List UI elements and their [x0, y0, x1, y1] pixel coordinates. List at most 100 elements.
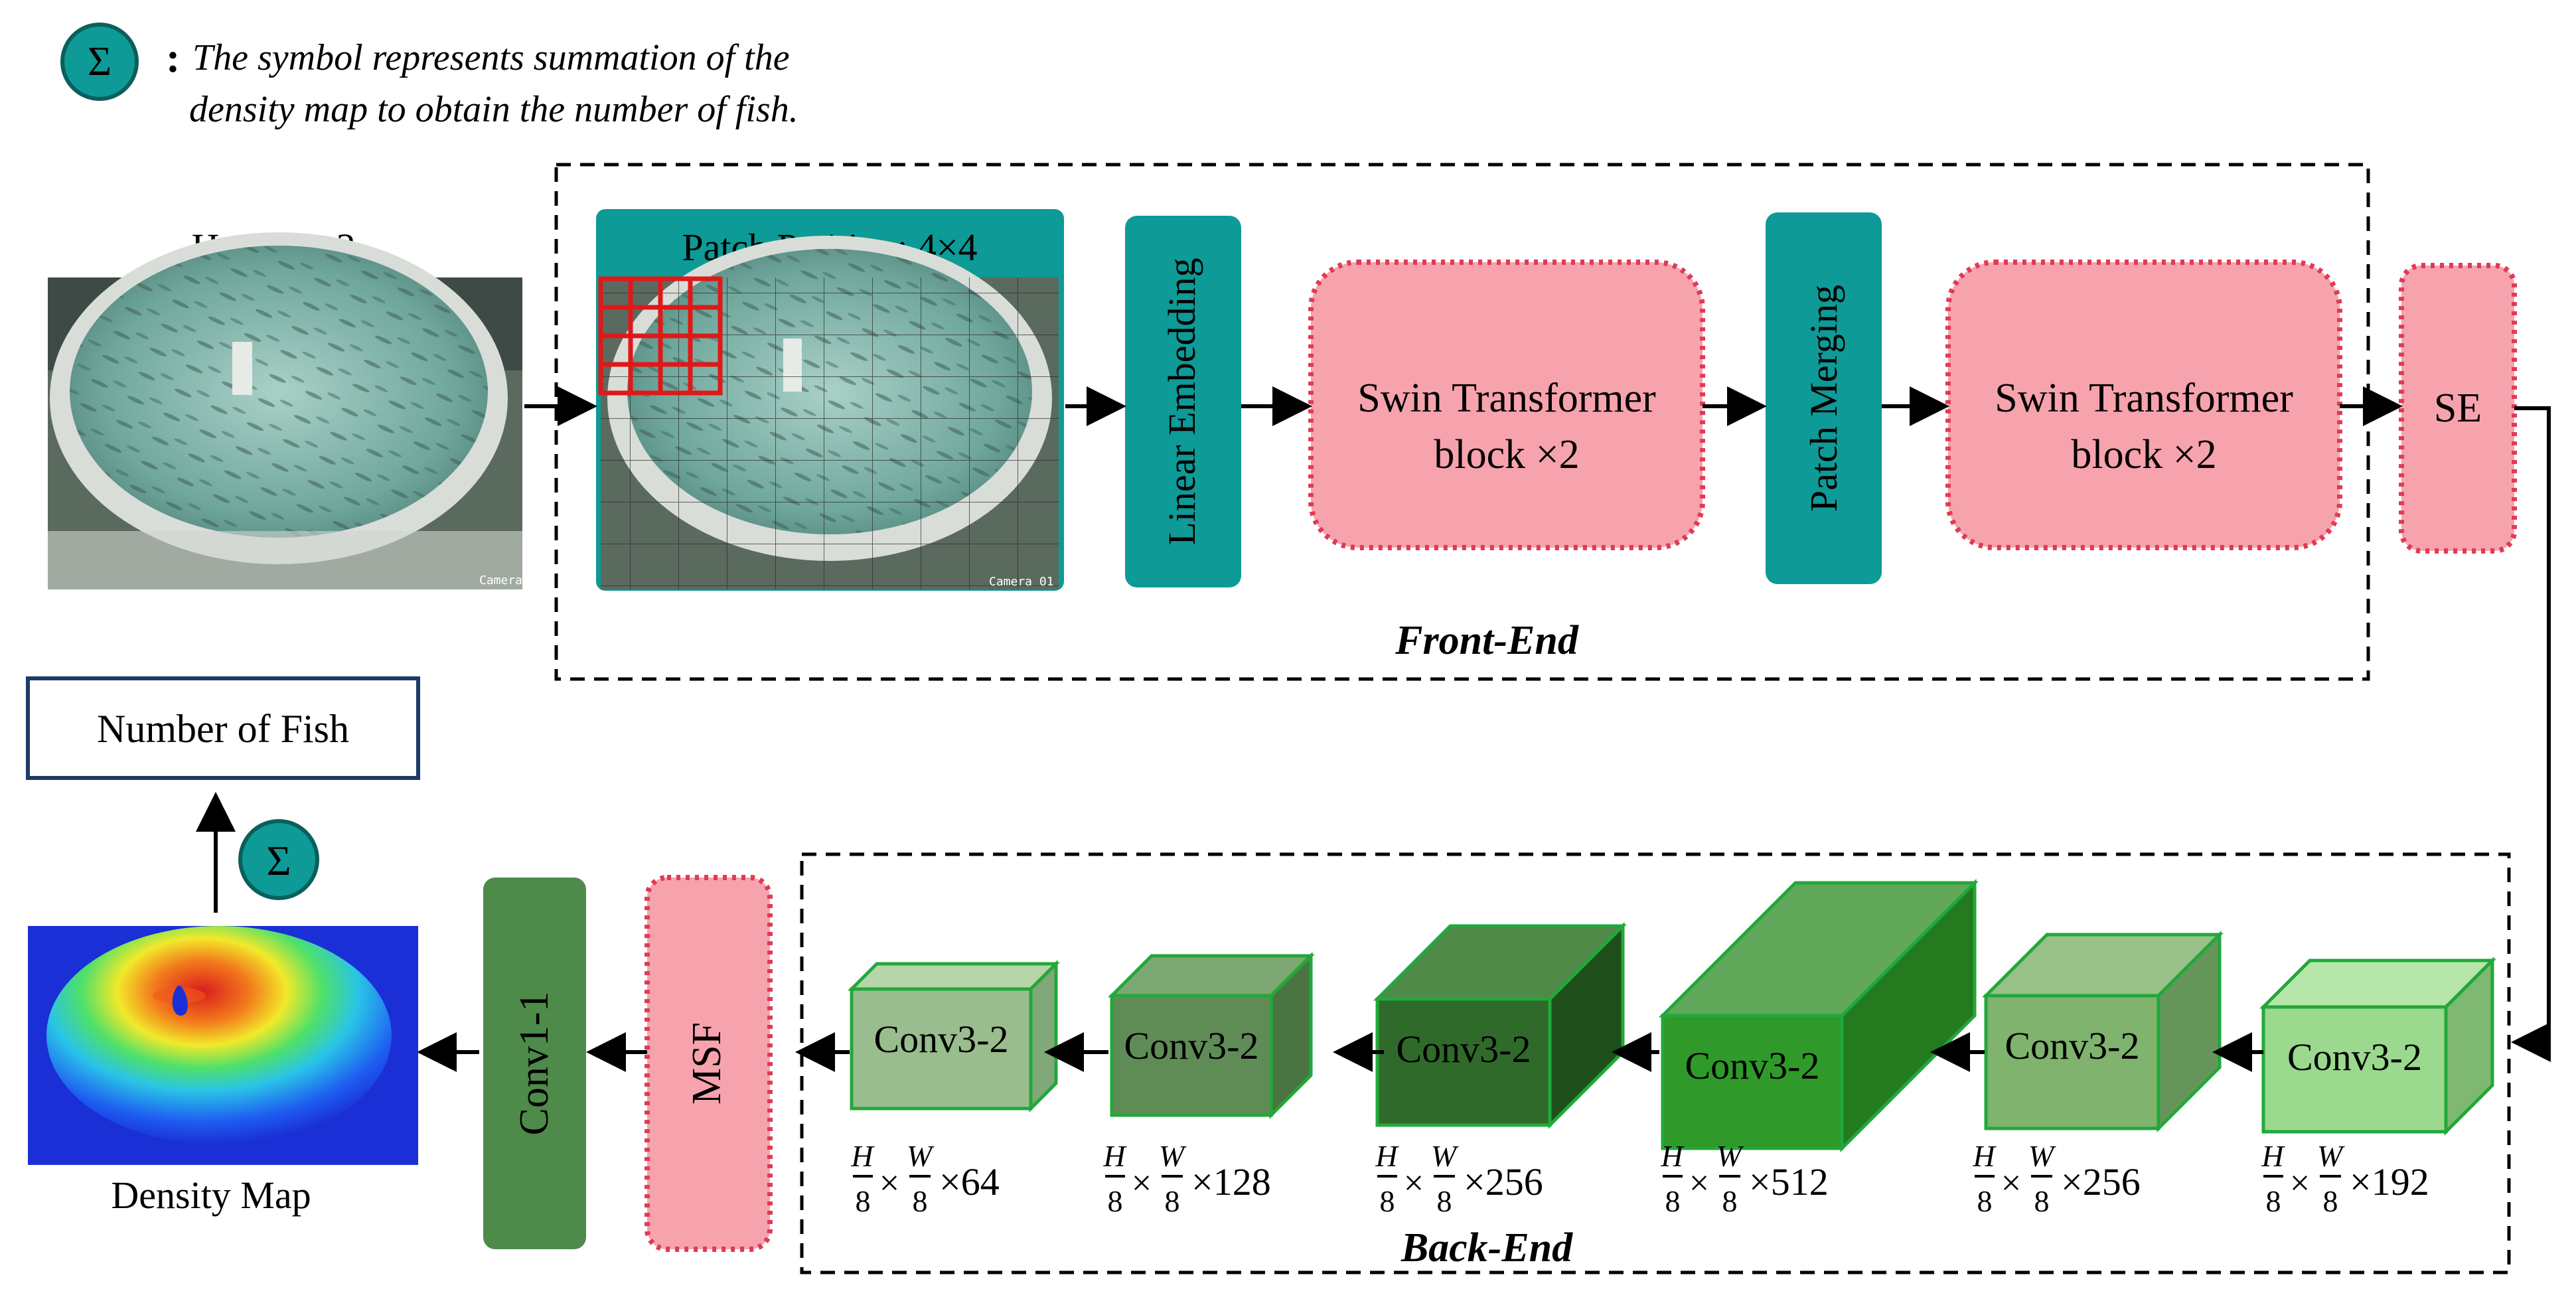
back-end-label: Back-End [1401, 1225, 1573, 1270]
density-map-image [28, 926, 418, 1165]
linear-embedding-block [1125, 216, 1241, 587]
conv-block-label: Conv3-2 [1685, 1044, 1820, 1087]
conv-block-label: Conv3-2 [2005, 1024, 2140, 1067]
linear-embedding-label: Linear Embedding [1160, 258, 1203, 545]
swin-block-1-line1: Swin Transformer [1357, 376, 1656, 421]
channel-count: ×128 [1191, 1160, 1271, 1203]
patch-merging-block [1766, 212, 1882, 584]
channel-count: ×256 [2061, 1160, 2141, 1203]
summation-symbol: Σ [88, 39, 112, 84]
fraction-denominator-w: 8 [1437, 1184, 1452, 1218]
patch-partition-block: Patch Patition: 4×4 Camera 01 [596, 209, 1064, 591]
legend-text-line2: density map to obtain the number of fish… [189, 89, 798, 130]
conv-block-label: Conv3-2 [874, 1018, 1009, 1061]
summation-icon [60, 23, 139, 101]
back-end-frame [800, 852, 2511, 1274]
fraction-denominator-h: 8 [1665, 1184, 1681, 1218]
fraction-denominator-w: 8 [913, 1184, 928, 1218]
conv-captions: H8×W8×64H8×W8×128H8×W8×256H8×W8×512H8×W8… [850, 1139, 2429, 1218]
times-sign: × [2290, 1163, 2310, 1203]
times-sign: × [1404, 1163, 1424, 1203]
conv-block-label: Conv3-2 [2287, 1035, 2422, 1079]
fraction-denominator-w: 8 [1722, 1184, 1738, 1218]
conv-block-label: Conv3-2 [1124, 1024, 1259, 1067]
conv-block-front-face [1110, 994, 1273, 1117]
conv-block-5: Conv3-2 [1981, 930, 2224, 1133]
input-camera-label: Camera 01 [479, 574, 544, 587]
conv-block-2: Conv3-2 [1107, 951, 1316, 1120]
conv-size-caption-5: H8×W8×256 [1972, 1139, 2140, 1218]
fraction-numerator-w: W [1431, 1139, 1459, 1173]
density-map-caption: Density Map [111, 1174, 311, 1217]
fraction-denominator-w: 8 [2034, 1184, 2050, 1218]
se-to-backend-connector [2511, 406, 2551, 1062]
conv-size-caption-1: H8×W8×64 [850, 1139, 999, 1218]
patch-camera-label: Camera 01 [989, 575, 1054, 589]
fraction-numerator-h: H [1375, 1139, 1399, 1173]
conv-block-front-face [2261, 1005, 2448, 1134]
conv-block-front-face [1375, 997, 1552, 1127]
swin-block-2-line1: Swin Transformer [1995, 376, 2293, 421]
times-sign: × [1132, 1163, 1152, 1203]
fraction-numerator-w: W [2317, 1139, 2345, 1173]
fraction-numerator-h: H [1660, 1139, 1685, 1173]
fraction-numerator-w: W [907, 1139, 935, 1173]
fraction-denominator-w: 8 [1165, 1184, 1180, 1218]
legend-text-line1: The symbol represents summation of the [192, 37, 790, 78]
fraction-denominator-h: 8 [1380, 1184, 1395, 1218]
conv-block-label: Conv3-2 [1397, 1028, 1531, 1071]
fraction-numerator-w: W [2028, 1139, 2056, 1173]
channel-count: ×256 [1464, 1160, 1543, 1203]
conv-block-4: Conv3-2 [1658, 878, 1979, 1153]
sum-icon [238, 819, 319, 900]
fraction-denominator-w: 8 [2323, 1184, 2338, 1218]
patch-partition-image: Camera 01 [598, 236, 1059, 589]
number-of-fish-label: Number of Fish [97, 707, 349, 751]
channel-count: ×192 [2350, 1160, 2429, 1203]
times-sign: × [1689, 1163, 1709, 1203]
times-sign: × [879, 1163, 899, 1203]
patch-highlight-grid [598, 276, 723, 396]
conv-block-1: Conv3-2 [847, 959, 1061, 1113]
msf-label: MSF [684, 1022, 729, 1105]
conv-size-caption-3: H 8 ×W 8 ×256 [1375, 1139, 1543, 1218]
conv-block-3: Conv3-2 [1373, 921, 1628, 1130]
number-of-fish-box [26, 676, 420, 780]
times-sign: × [2001, 1163, 2021, 1203]
fraction-numerator-w: W [1159, 1139, 1187, 1173]
front-end-label: Front-End [1395, 618, 1579, 663]
conv-block-front-face [1661, 1014, 1844, 1150]
fraction-denominator-h: 8 [856, 1184, 871, 1218]
fraction-numerator-h: H [850, 1139, 875, 1173]
fraction-denominator-h: 8 [1977, 1184, 1993, 1218]
conv-block-front-face [850, 987, 1033, 1111]
conv-size-caption-2: H 8 ×W 8 ×128 [1102, 1139, 1270, 1218]
patch-merging-label: Patch Merging [1802, 285, 1845, 512]
channel-count: ×512 [1749, 1160, 1829, 1203]
se-label: SE [2434, 386, 2482, 431]
conv-block-6: Conv3-2 [2259, 956, 2497, 1136]
conv-size-caption-4: H8×W8×512 [1660, 1139, 1828, 1218]
fraction-numerator-w: W [1716, 1139, 1744, 1173]
fraction-numerator-h: H [1972, 1139, 1997, 1173]
se-block [2399, 263, 2517, 554]
sum-icon-symbol: Σ [266, 837, 291, 884]
conv-block-top-face [847, 962, 1061, 991]
fraction-denominator-h: 8 [2266, 1184, 2281, 1218]
conv-size-caption-6: H 8 ×W 8 ×192 [2261, 1139, 2429, 1218]
fraction-denominator-h: 8 [1108, 1184, 1123, 1218]
conv1-1-block [483, 878, 586, 1249]
channel-count: ×64 [939, 1160, 1000, 1203]
input-image: Camera 01 [48, 232, 544, 589]
legend: Σ : The symbol represents summation of t… [60, 23, 798, 130]
conv-block-front-face [1984, 994, 2160, 1130]
swin-block-2-line2: block ×2 [2071, 432, 2216, 477]
msf-block [644, 875, 773, 1252]
fraction-numerator-h: H [2261, 1139, 2285, 1173]
conv1-1-label: Conv1-1 [512, 992, 557, 1136]
legend-separator: : [166, 34, 180, 81]
fraction-numerator-h: H [1102, 1139, 1127, 1173]
conv-block-side-face [1029, 959, 1058, 1113]
